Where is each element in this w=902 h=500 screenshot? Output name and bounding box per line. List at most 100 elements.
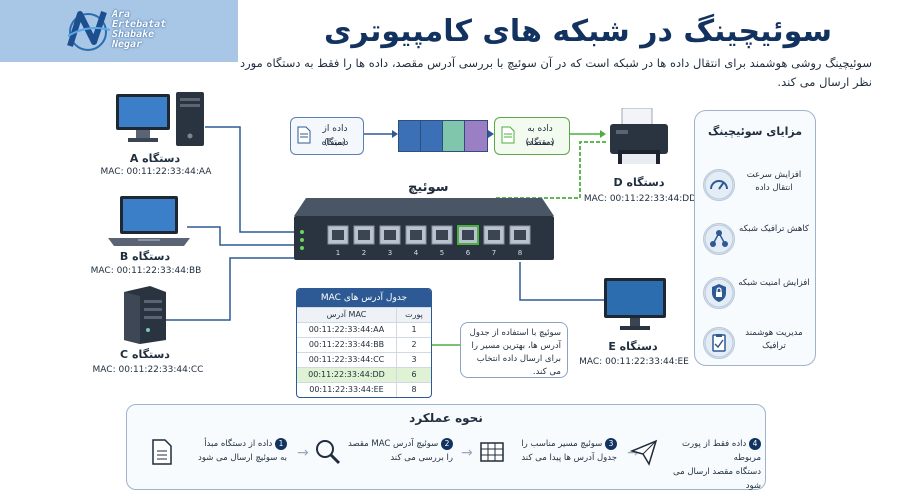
- step-arrow-icon: →: [627, 445, 639, 461]
- packet: [398, 120, 422, 152]
- switch-port-socket: [514, 230, 526, 240]
- benefit-text: مدیریت هوشمند ترافیک: [745, 328, 803, 351]
- search-icon: [316, 440, 341, 465]
- table-icon: [480, 442, 504, 462]
- how-it-works-title: نحوه عملکرد: [409, 411, 483, 425]
- step-number: 1: [275, 438, 287, 450]
- mac-table-title: جدول آدرس های MAC: [297, 289, 431, 307]
- step-line1: داده فقط از پورت مربوطه: [682, 439, 761, 463]
- mac-table-row: 00:11:22:33:44:CC 3: [297, 352, 431, 367]
- switch-port-socket: [332, 230, 344, 240]
- cable-d: [493, 141, 608, 232]
- server-icon: [124, 286, 166, 344]
- page-title: سوئیچینگ در شبکه های کامپیوتری: [323, 14, 832, 49]
- port-cell: 3: [411, 355, 417, 364]
- device-b-label: دستگاه B: [119, 250, 171, 263]
- switch-port-socket: [410, 230, 422, 240]
- monitor-icon: [604, 278, 666, 330]
- desktop-computer-icon: [116, 92, 204, 146]
- dest-data-line1: داده به دستگاه: [526, 124, 554, 148]
- benefit-item: مدیریت هوشمند ترافیک: [701, 325, 811, 361]
- step-arrow-icon: →: [297, 445, 309, 461]
- port-column-header: پورت: [405, 310, 423, 319]
- step-line1: سوئیچ آدرس MAC مقصد: [348, 439, 439, 449]
- step-line2: به سوئیچ ارسال می شود: [198, 453, 287, 463]
- port-cell: 8: [411, 385, 417, 394]
- mac-cell: 00:11:22:33:44:BB: [297, 338, 397, 352]
- logo: Ara Ertebatat Shabake Negar: [0, 0, 238, 62]
- step-text: 1 داده از دستگاه مبدأ به سوئیچ ارسال می …: [181, 437, 287, 465]
- switch-port-socket: [436, 230, 448, 240]
- switch-callout: سوئیچ با استفاده از جدول آدرس ها، بهترین…: [460, 322, 568, 378]
- step-text: 4 داده فقط از پورت مربوطه دستگاه مقصد ار…: [663, 437, 761, 493]
- step-line1: داده از دستگاه مبدأ: [204, 439, 273, 449]
- step-4: 4 داده فقط از پورت مربوطه دستگاه مقصد ار…: [625, 435, 761, 491]
- step-line2: را بررسی می کند: [390, 453, 453, 463]
- source-data-line1: داده از دستگاه: [321, 124, 349, 148]
- benefit-text: افزایش امنیت شبکه: [738, 278, 810, 288]
- network-icon: [703, 223, 735, 255]
- mac-address-table: جدول آدرس های MAC آدرس MAC پورت 00:11:22…: [296, 288, 432, 398]
- cable-a: [205, 126, 306, 233]
- switch-port-socket: [462, 230, 474, 240]
- logo-mark-icon: [67, 11, 111, 51]
- source-data-box: داده از دستگاه (مبدا): [290, 117, 364, 155]
- benefit-item: کاهش ترافیک شبکه: [701, 221, 811, 257]
- switch-port-socket: [358, 230, 370, 240]
- device-b-mac: MAC: 00:11:22:33:44:BB: [90, 266, 202, 276]
- port-cell: 2: [411, 340, 417, 349]
- port-cell: 6: [411, 370, 417, 379]
- step-number: 3: [605, 438, 617, 450]
- switch-port-label: 6: [466, 249, 471, 257]
- mac-cell: 00:11:22:33:44:CC: [297, 353, 397, 367]
- switch-port-label: 7: [492, 249, 496, 257]
- intro-text: سوئیچینگ روشی هوشمند برای انتقال داده ها…: [239, 56, 872, 89]
- packet: [442, 120, 466, 152]
- step-arrow-icon: →: [461, 445, 473, 461]
- device-c-mac: MAC: 00:11:22:33:44:CC: [92, 365, 204, 375]
- switch-label: سوئیچ: [408, 180, 449, 195]
- cable-b: [187, 226, 306, 246]
- benefit-item: افزایش سرعت انتقال داده: [701, 167, 811, 203]
- benefit-text: افزایش سرعت انتقال داده: [746, 170, 802, 193]
- step-2: 2 سوئیچ آدرس MAC مقصد را بررسی می کند: [313, 435, 453, 479]
- document-icon: [152, 439, 172, 465]
- how-it-works-panel: نحوه عملکرد 1 داده از دستگاه مبدأ به سوئ…: [126, 404, 766, 491]
- mac-cell: 00:11:22:33:44:AA: [297, 323, 397, 337]
- benefit-text: کاهش ترافیک شبکه: [739, 224, 809, 234]
- packet: [464, 120, 488, 152]
- step-text: 2 سوئیچ آدرس MAC مقصد را بررسی می کند: [347, 437, 453, 465]
- device-a-label: دستگاه A: [129, 152, 181, 165]
- packet: [420, 120, 444, 152]
- device-e-label: دستگاه E: [608, 340, 658, 353]
- switch-port-label: 3: [388, 249, 392, 257]
- mac-column-header: آدرس MAC: [297, 308, 397, 322]
- speedometer-icon: [703, 169, 735, 201]
- mac-table-header: آدرس MAC پورت: [297, 307, 431, 322]
- switch-port-label: 8: [518, 249, 522, 257]
- device-d-mac: MAC: 00:11:22:33:44:DD: [583, 194, 697, 204]
- step-number: 4: [749, 438, 761, 450]
- switch-port-socket: [384, 230, 396, 240]
- clipboard-check-icon: [703, 327, 735, 359]
- step-3: 3 سوئیچ مسیر مناسب را جدول آدرس ها پیدا …: [477, 435, 617, 479]
- step-number: 2: [441, 438, 453, 450]
- device-c-label: دستگاه C: [120, 348, 170, 361]
- step-line2: دستگاه مقصد ارسال می شود: [673, 467, 761, 491]
- step-line1: سوئیچ مسیر مناسب را: [521, 439, 603, 449]
- device-a-mac: MAC: 00:11:22:33:44:AA: [100, 167, 212, 177]
- switch-port-label: 4: [414, 249, 419, 257]
- mac-cell: 00:11:22:33:44:DD: [297, 368, 397, 382]
- send-icon: [629, 439, 658, 466]
- mac-table-row: 00:11:22:33:44:DD 6: [297, 367, 431, 382]
- device-d-label: دستگاه D: [613, 176, 665, 189]
- cable-c: [165, 257, 306, 321]
- mac-table-row: 00:11:22:33:44:BB 2: [297, 337, 431, 352]
- step-line2: جدول آدرس ها پیدا می کند: [521, 453, 617, 463]
- source-data-line2: (مبدا): [324, 138, 346, 148]
- laptop-icon: [108, 196, 190, 246]
- switch-port-socket: [488, 230, 500, 240]
- mac-cell: 00:11:22:33:44:EE: [297, 383, 397, 397]
